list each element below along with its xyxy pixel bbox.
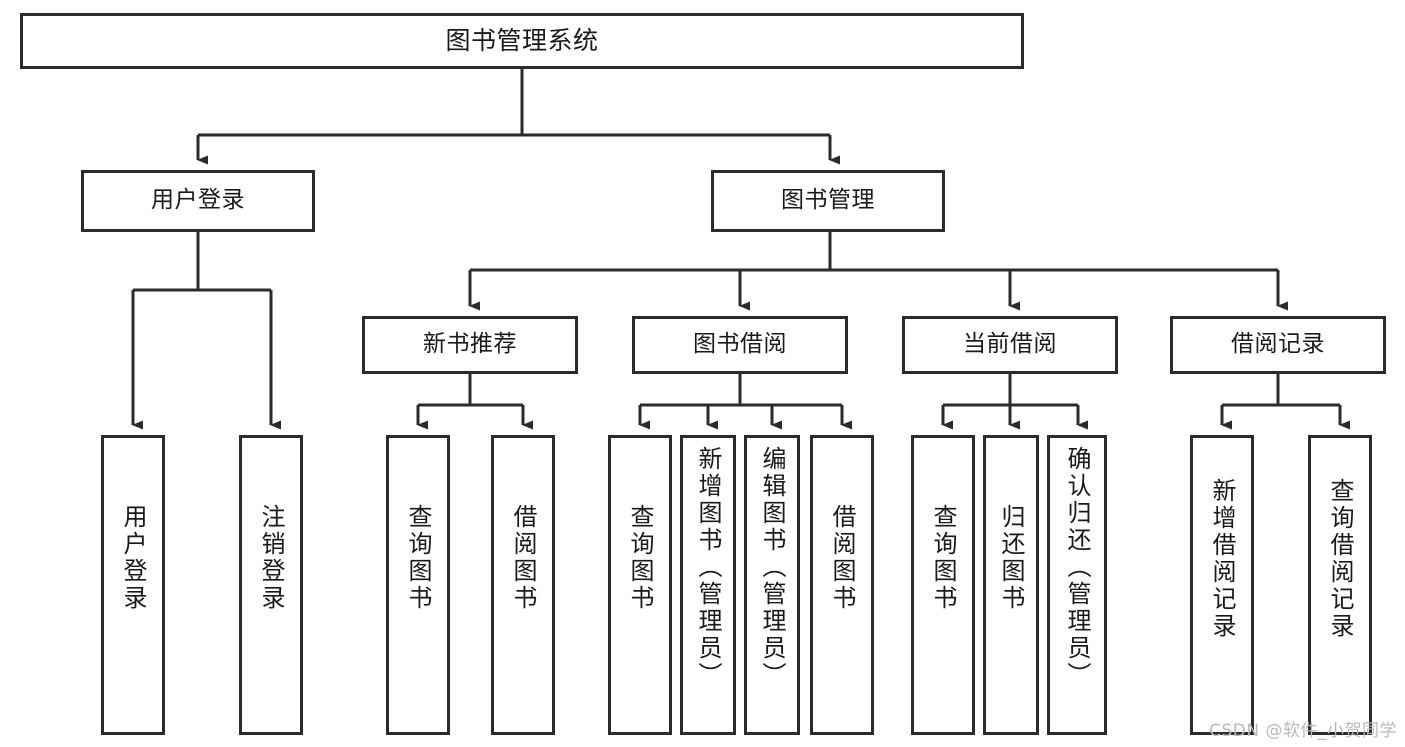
node-label: 图书借阅 bbox=[693, 331, 787, 358]
node-label: 注销登录 bbox=[257, 504, 285, 612]
node-label: 查询图书 bbox=[929, 504, 957, 612]
node-label: 图书管理 bbox=[781, 187, 875, 214]
leaf-query-book-1[interactable]: 查询图书 bbox=[386, 435, 450, 735]
node-label: 新增借阅记录 bbox=[1208, 478, 1236, 640]
node-label: 新书推荐 bbox=[423, 331, 517, 358]
node-root-system[interactable]: 图书管理系统 bbox=[20, 13, 1024, 69]
leaf-user-logout[interactable]: 注销登录 bbox=[239, 435, 303, 735]
node-book-borrow[interactable]: 图书借阅 bbox=[632, 316, 848, 374]
leaf-return-book[interactable]: 归还图书 bbox=[983, 435, 1039, 735]
node-label: 编辑图书（管理员） bbox=[758, 446, 786, 689]
node-label: 当前借阅 bbox=[963, 331, 1057, 358]
leaf-add-book-admin[interactable]: 新增图书（管理员） bbox=[680, 435, 736, 735]
node-label: 借阅图书 bbox=[828, 504, 856, 612]
node-label: 新增图书（管理员） bbox=[694, 446, 722, 689]
node-label: 借阅图书 bbox=[509, 504, 537, 612]
node-new-book-recommend[interactable]: 新书推荐 bbox=[362, 316, 578, 374]
leaf-borrow-book-2[interactable]: 借阅图书 bbox=[810, 435, 874, 735]
leaf-query-book-2[interactable]: 查询图书 bbox=[608, 435, 672, 735]
watermark: CSDN @软件_小贺同学 bbox=[1209, 721, 1397, 741]
node-label: 查询借阅记录 bbox=[1326, 478, 1354, 640]
node-book-manage[interactable]: 图书管理 bbox=[711, 170, 945, 232]
leaf-borrow-book-1[interactable]: 借阅图书 bbox=[491, 435, 555, 735]
node-label: 查询图书 bbox=[626, 504, 654, 612]
node-current-borrow[interactable]: 当前借阅 bbox=[902, 316, 1118, 374]
leaf-query-borrow-record[interactable]: 查询借阅记录 bbox=[1308, 435, 1372, 735]
leaf-confirm-return-admin[interactable]: 确认归还（管理员） bbox=[1047, 435, 1107, 735]
node-label: 图书管理系统 bbox=[445, 26, 599, 55]
node-label: 借阅记录 bbox=[1231, 331, 1325, 358]
node-borrow-record[interactable]: 借阅记录 bbox=[1170, 316, 1386, 374]
node-label: 查询图书 bbox=[404, 504, 432, 612]
leaf-edit-book-admin[interactable]: 编辑图书（管理员） bbox=[744, 435, 800, 735]
leaf-query-book-3[interactable]: 查询图书 bbox=[911, 435, 975, 735]
node-label: 用户登录 bbox=[119, 504, 147, 612]
leaf-add-borrow-record[interactable]: 新增借阅记录 bbox=[1190, 435, 1254, 735]
node-label: 确认归还（管理员） bbox=[1063, 446, 1091, 689]
node-label: 用户登录 bbox=[151, 187, 245, 214]
node-label: 归还图书 bbox=[997, 504, 1025, 612]
leaf-user-login[interactable]: 用户登录 bbox=[101, 435, 165, 735]
node-user-login[interactable]: 用户登录 bbox=[81, 170, 315, 232]
